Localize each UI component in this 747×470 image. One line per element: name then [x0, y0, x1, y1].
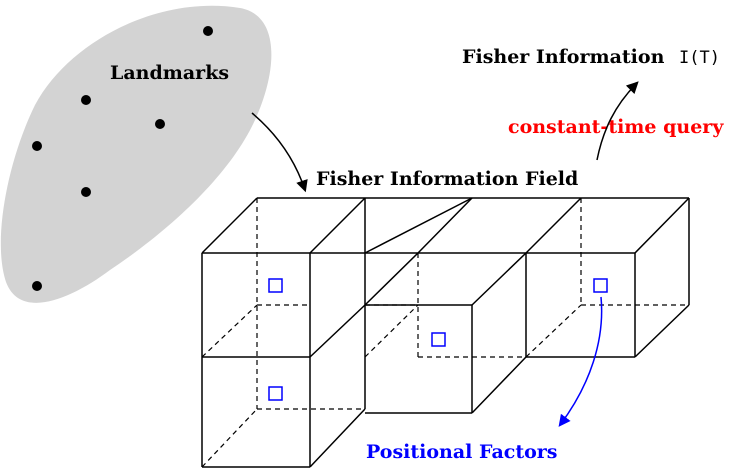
fisher-information-label: Fisher Information I(T): [462, 46, 720, 68]
landmark-point: [32, 281, 42, 291]
positional-factors-label: Positional Factors: [366, 441, 557, 463]
landmark-point: [155, 119, 165, 129]
landmark-region: [0, 5, 272, 303]
fisher-information-symbol: I(T): [679, 48, 720, 68]
positional-factor: [268, 278, 283, 293]
query-arrow: [596, 81, 639, 161]
landmarks-label: Landmarks: [110, 62, 229, 84]
visible-edges: [201, 197, 690, 468]
positional-factor: [593, 278, 608, 293]
landmark-point: [32, 141, 42, 151]
field-label: Fisher Information Field: [316, 168, 578, 190]
fisher-information-field-grid: [201, 197, 690, 468]
positional-factor: [431, 332, 446, 347]
positional-factors-arrow: [558, 296, 603, 427]
landmark-point: [81, 187, 91, 197]
landmark-point: [203, 26, 213, 36]
positional-factors: [268, 278, 608, 401]
landmark-points: [32, 26, 213, 291]
fisher-information-text: Fisher Information: [462, 46, 665, 68]
query-label: constant-time query: [508, 116, 724, 138]
landmark-point: [81, 95, 91, 105]
positional-factor: [268, 386, 283, 401]
landmarks-to-field-arrow: [251, 112, 308, 193]
